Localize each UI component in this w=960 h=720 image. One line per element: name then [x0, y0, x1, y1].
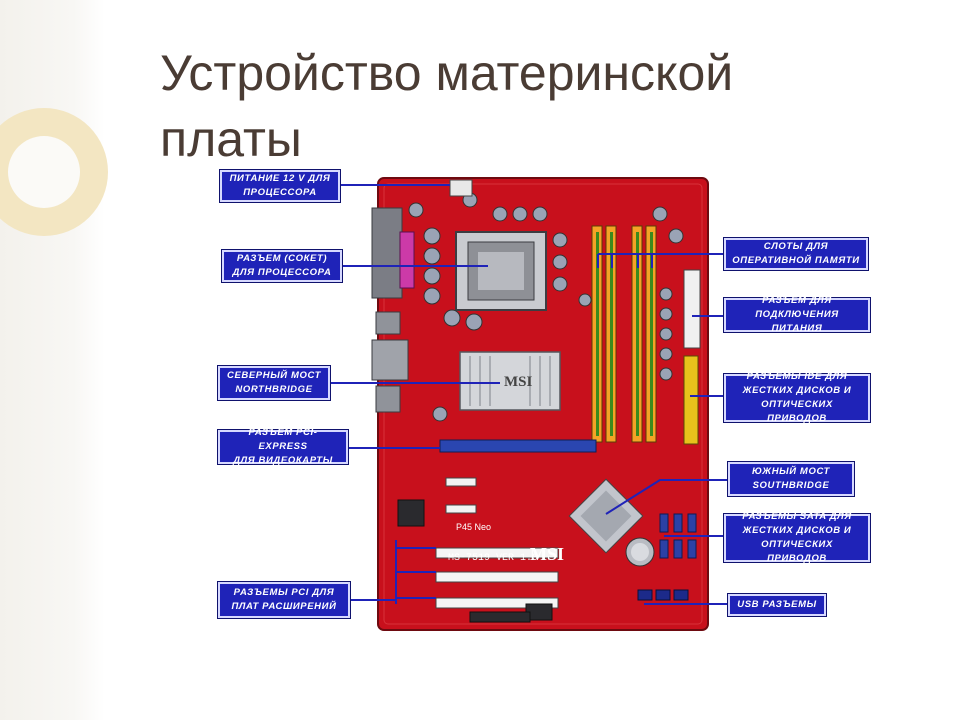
- southbridge-chip: [568, 478, 644, 554]
- cpu-12v-connector: [449, 179, 473, 197]
- label-ram-slots: СЛОТЫ ДЛЯ ОПЕРАТИВНОЙ ПАМЯТИ: [724, 238, 868, 270]
- rear-io-ports: [371, 207, 403, 299]
- usb-headers: [637, 589, 689, 601]
- leader-lines: [330, 184, 728, 605]
- ram-slots: [591, 225, 657, 443]
- label-southbridge: ЮЖНЫЙ МОСТ SOUTHBRIDGE: [728, 462, 854, 496]
- pcie-x16-slot: [439, 439, 597, 453]
- rear-usb-lan-ports: [371, 339, 409, 381]
- pci-slots: [435, 547, 559, 609]
- ide-connector: [683, 355, 699, 445]
- label-northbridge: СЕВЕРНЫЙ МОСТ NORTHBRIDGE: [218, 366, 330, 400]
- slide-title: Устройство материнской платы: [160, 45, 734, 160]
- label-power-connector: РАЗЪЕМ ДЛЯ ПОДКЛЮЧЕНИЯ ПИТАНИЯ: [724, 295, 870, 334]
- heatsink-logo: MSI: [504, 374, 533, 390]
- label-pcie: РАЗЪЕМ PCI-EXPRESS ДЛЯ ВИДЕОКАРТЫ: [218, 427, 348, 466]
- label-pci: РАЗЪЕМЫ PCI ДЛЯ ПЛАТ РАСШИРЕНИЙ: [218, 582, 350, 618]
- board-brand-text: MSI: [530, 544, 564, 564]
- lpt-port: [399, 231, 415, 289]
- label-cpu-power: ПИТАНИЕ 12 V ДЛЯ ПРОЦЕССОРА: [220, 170, 340, 202]
- capacitors: [408, 192, 684, 422]
- decorative-ring-hole: [8, 136, 80, 208]
- board-chip-text: P45 Neo: [456, 522, 491, 532]
- atx-power-connector: [683, 269, 701, 349]
- label-usb: USB РАЗЪЕМЫ: [728, 594, 826, 616]
- sata-connectors: [659, 513, 697, 559]
- northbridge-heatsink: [459, 351, 561, 411]
- io-chip: [397, 499, 425, 527]
- board-model-text: MS-7519 VER 1.0: [448, 553, 538, 564]
- label-cpu-socket: РАЗЪЕМ (СОКЕТ) ДЛЯ ПРОЦЕССОРА: [222, 250, 342, 282]
- label-sata: РАЗЪЕМЫ SATA ДЛЯ ЖЕСТКИХ ДИСКОВ И ОПТИЧЕ…: [724, 511, 870, 564]
- label-ide: РАЗЪЕМЫ IDE ДЛЯ ЖЕСТКИХ ДИСКОВ И ОПТИЧЕС…: [724, 371, 870, 424]
